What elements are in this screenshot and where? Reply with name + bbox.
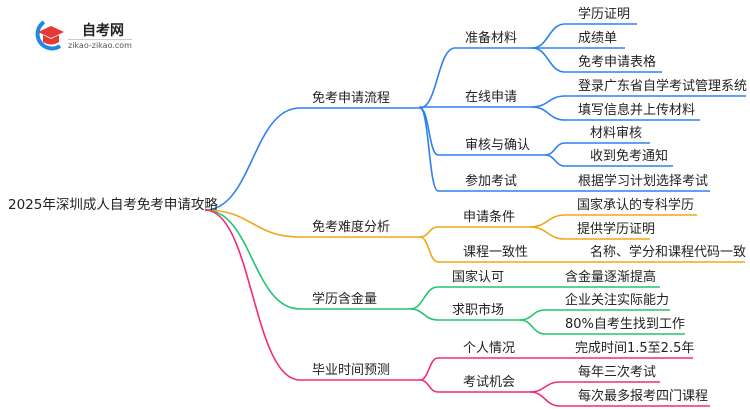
leaf-node[interactable]: 学历证明 — [578, 7, 631, 22]
leaf-node[interactable]: 登录广东省自学考试管理系统 — [578, 79, 748, 94]
branch-connector — [204, 209, 420, 381]
leaf-node[interactable]: 每年三次考试 — [578, 365, 657, 380]
leaf-node[interactable]: 提供学历证明 — [577, 222, 656, 237]
leaf-connector — [531, 47, 662, 73]
leaf-node[interactable]: 根据学习计划选择考试 — [578, 174, 709, 189]
leaf-node[interactable]: 名称、学分和课程代码一致 — [590, 245, 747, 260]
graduation-cap-icon — [35, 20, 64, 51]
leaf-connector — [529, 226, 650, 240]
subtopic-connector — [409, 308, 520, 321]
subtopic-connector — [419, 379, 530, 393]
leaf-connector — [531, 106, 700, 121]
branch-connector — [204, 209, 410, 310]
branch-node[interactable]: 免考申请流程 — [312, 91, 391, 106]
leaf-node[interactable]: 80%自考生找到工作 — [565, 317, 685, 332]
logo-url: zikao-zikao.com — [68, 39, 132, 50]
leaf-node[interactable]: 材料审核 — [590, 126, 643, 141]
logo-title: 自考网 — [82, 23, 124, 39]
subtopic-connector — [419, 47, 532, 109]
subtopic-connector — [419, 226, 530, 238]
subtopic-node[interactable]: 申请条件 — [463, 210, 516, 225]
subtopic-node[interactable]: 在线申请 — [465, 90, 518, 105]
leaf-connector — [544, 154, 673, 167]
branch-node[interactable]: 毕业时间预测 — [312, 363, 391, 378]
subtopic-connector — [419, 357, 545, 381]
leaf-connector — [531, 23, 637, 49]
leaf-connector — [519, 319, 685, 335]
subtopic-connector — [409, 286, 545, 310]
leaf-node[interactable]: 填写信息并上传材料 — [578, 103, 696, 118]
leaf-node[interactable]: 免考申请表格 — [578, 55, 657, 70]
subtopic-node[interactable]: 国家认可 — [452, 270, 505, 285]
subtopic-node[interactable]: 准备材料 — [465, 31, 518, 46]
leaf-connector — [544, 142, 650, 156]
leaf-node[interactable]: 每次最多报考四门课程 — [578, 389, 709, 404]
subtopic-node[interactable]: 参加考试 — [465, 174, 518, 189]
branch-connector — [204, 107, 420, 211]
subtopic-node[interactable]: 课程一致性 — [463, 245, 529, 260]
subtopic-connector — [419, 236, 560, 263]
branch-connector — [204, 209, 420, 238]
leaf-node[interactable]: 完成时间1.5至2.5年 — [575, 341, 695, 356]
branch-node[interactable]: 免考难度分析 — [312, 220, 391, 235]
leaf-node[interactable]: 含金量逐渐提高 — [565, 270, 657, 285]
leaf-node[interactable]: 成绩单 — [578, 31, 618, 46]
subtopic-node[interactable]: 求职市场 — [452, 303, 505, 318]
leaf-node[interactable]: 收到免考通知 — [590, 149, 669, 164]
subtopic-connector — [419, 107, 560, 192]
subtopic-node[interactable]: 审核与确认 — [465, 138, 531, 153]
logo: 自考网 zikao-zikao.com — [30, 18, 140, 52]
subtopic-node[interactable]: 考试机会 — [463, 375, 516, 390]
subtopic-node[interactable]: 个人情况 — [463, 341, 516, 356]
leaf-connector — [529, 391, 710, 407]
root-node[interactable]: 2025年深圳成人自考免考申请攻略 — [8, 197, 218, 213]
leaf-node[interactable]: 企业关注实际能力 — [565, 293, 670, 308]
branch-node[interactable]: 学历含金量 — [312, 292, 378, 307]
leaf-node[interactable]: 国家承认的专科学历 — [577, 198, 695, 213]
subtopic-connector — [419, 106, 532, 109]
